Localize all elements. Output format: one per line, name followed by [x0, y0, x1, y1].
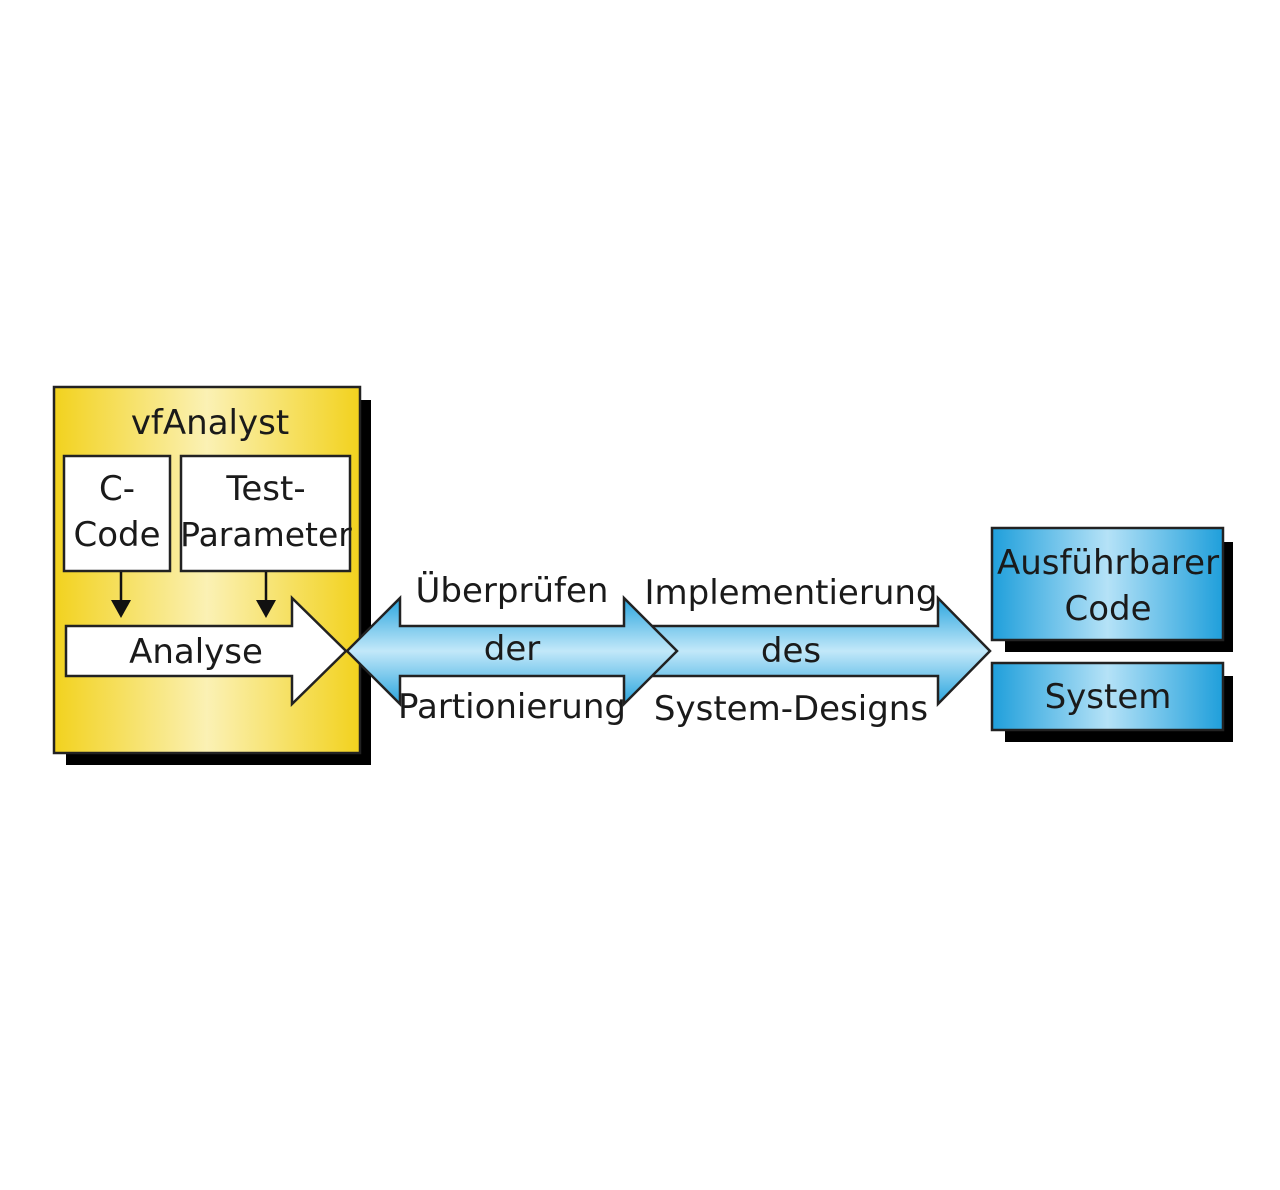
analyse-label: Analyse	[129, 632, 263, 672]
test-parameter-label-line1: Test-	[225, 469, 305, 509]
implementation-label-middle: des	[761, 631, 821, 671]
test-parameter-down-arrow	[256, 572, 276, 618]
c-code-label-line2: Code	[73, 515, 160, 555]
verification-label-middle: der	[484, 629, 541, 669]
c-code-label-line1: C-	[99, 469, 135, 509]
vfanalyst-title: vfAnalyst	[131, 403, 289, 443]
verification-label-bottom: Partionierung	[398, 687, 626, 727]
vfanalyst-box: vfAnalyst C- Code Test- Parameter Analys…	[52, 385, 371, 765]
c-code-box	[62, 454, 172, 573]
c-code-down-arrow	[111, 572, 131, 618]
executable-code-label-line1: Ausführbarer	[997, 543, 1219, 583]
implementation-label-top: Implementierung	[644, 573, 937, 613]
executable-code-box: Ausführbarer Code	[990, 526, 1233, 652]
implementation-label-bottom: System-Designs	[654, 689, 928, 729]
test-parameter-box	[179, 454, 352, 573]
implementation-arrow	[648, 594, 992, 708]
executable-code-label-line2: Code	[1064, 589, 1151, 629]
system-box: System	[990, 661, 1233, 742]
analyse-arrow	[64, 595, 348, 707]
system-label: System	[1045, 677, 1172, 717]
verification-double-arrow	[345, 594, 679, 708]
verification-label-top: Überprüfen	[416, 570, 609, 611]
test-parameter-label-line2: Parameter	[180, 515, 352, 554]
